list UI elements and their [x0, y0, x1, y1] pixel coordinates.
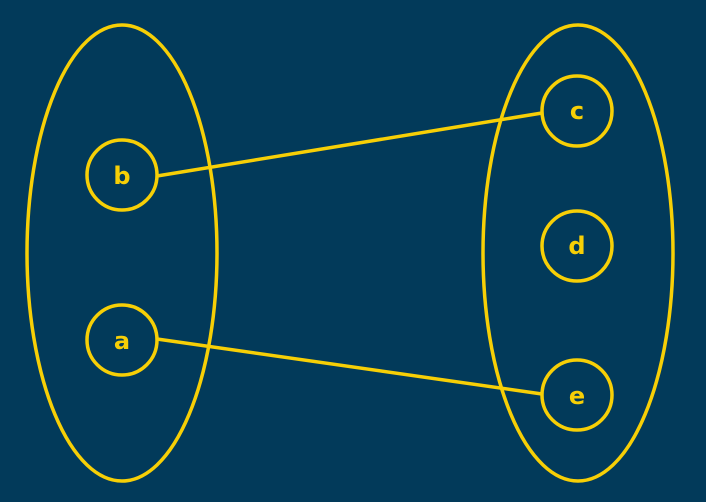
- node-a: a: [85, 303, 159, 377]
- node-d: d: [540, 209, 614, 283]
- node-d-label: d: [568, 232, 585, 260]
- node-a-label: a: [114, 327, 130, 355]
- node-e-circle: [540, 358, 614, 432]
- edge-b-to-c: [156, 111, 543, 178]
- node-c-label: c: [570, 97, 584, 125]
- node-d-circle: [540, 209, 614, 283]
- node-b-circle: [85, 138, 159, 212]
- node-c-circle: [540, 74, 614, 148]
- node-b: b: [85, 138, 159, 212]
- node-c: c: [540, 74, 614, 148]
- node-e-label: e: [569, 382, 585, 410]
- edge-a-to-e: [156, 337, 543, 396]
- domain-set-oval: [25, 23, 219, 483]
- node-b-label: b: [113, 162, 130, 190]
- codomain-set-oval: [481, 23, 675, 483]
- node-e: e: [540, 358, 614, 432]
- node-a-circle: [85, 303, 159, 377]
